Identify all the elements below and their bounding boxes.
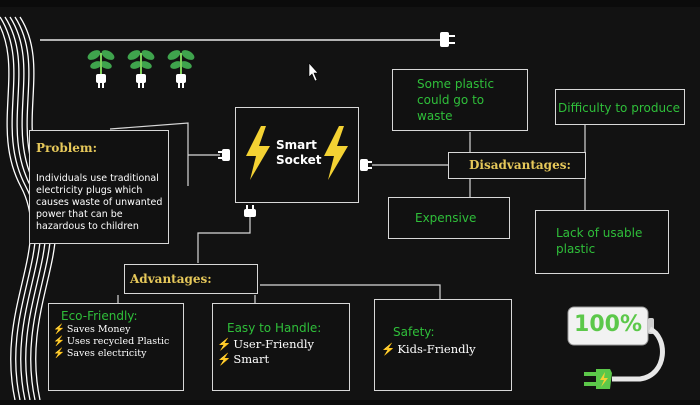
eco-item-2: ⚡Uses recycled Plastic — [53, 336, 170, 347]
disadvantage-item-1: Some plastic could go to waste — [417, 77, 495, 123]
disadvantage-item-3: Expensive — [415, 211, 477, 225]
disadvantage-item-4: Lack of usable plastic — [556, 226, 643, 256]
disadvantage-box-1: Some plastic could go to waste — [392, 69, 528, 131]
eco-friendly-box: Eco-Friendly: ⚡Saves Money ⚡Uses recycle… — [48, 303, 184, 391]
small-bolt-icon: ⚡ — [53, 336, 65, 347]
problem-heading: Problem: — [36, 141, 98, 155]
advantages-heading-box: Advantages: — [124, 264, 258, 294]
small-bolt-icon: ⚡ — [53, 324, 65, 335]
safety-item-1: ⚡Kids-Friendly — [381, 342, 476, 356]
small-bolt-icon: ⚡ — [381, 342, 396, 356]
battery-icon — [567, 306, 665, 389]
smart-socket-box: Smart Socket — [235, 107, 359, 203]
disadvantages-heading: Disadvantages: — [469, 158, 571, 172]
plug-icon-right — [360, 159, 372, 171]
diagram-connectors — [0, 16, 665, 400]
center-title-line1: Smart — [276, 138, 317, 152]
easy-item-1: ⚡User-Friendly — [217, 337, 315, 351]
eco-item-3: ⚡Saves electricity — [53, 348, 147, 359]
eco-friendly-title: Eco-Friendly: — [61, 309, 138, 323]
advantages-heading: Advantages: — [130, 272, 212, 286]
battery-label: 100% — [574, 312, 642, 337]
disadvantage-item-2: Difficulty to produce — [558, 101, 681, 115]
plug-icon-left — [218, 149, 230, 161]
disadvantage-box-3: Expensive — [388, 197, 510, 239]
cursor-icon — [308, 62, 319, 82]
lightning-bolt-icon — [246, 126, 270, 180]
plant-plug-icon — [87, 50, 195, 88]
center-title-line2: Socket — [276, 153, 322, 167]
plug-icon-bottom — [244, 205, 256, 217]
safety-title: Safety: — [393, 325, 435, 339]
lightning-bolt-icon — [324, 126, 348, 180]
easy-to-handle-box: Easy to Handle: ⚡User-Friendly ⚡Smart — [212, 303, 350, 391]
disadvantages-heading-box: Disadvantages: — [448, 152, 586, 179]
safety-box: Safety: ⚡Kids-Friendly — [374, 299, 512, 391]
small-bolt-icon: ⚡ — [53, 348, 65, 359]
slide: Smart Socket Problem: Individuals use tr… — [0, 7, 700, 400]
small-bolt-icon: ⚡ — [217, 337, 232, 351]
disadvantage-box-2: Difficulty to produce — [555, 89, 685, 125]
eco-item-1: ⚡Saves Money — [53, 324, 131, 335]
easy-item-2: ⚡Smart — [217, 352, 270, 366]
small-bolt-icon: ⚡ — [217, 352, 232, 366]
easy-to-handle-title: Easy to Handle: — [227, 321, 322, 335]
problem-text: Individuals use traditional electricity … — [36, 173, 163, 232]
plug-icon — [440, 32, 455, 47]
problem-box: Problem: Individuals use traditional ele… — [29, 130, 169, 244]
disadvantage-box-4: Lack of usable plastic — [535, 210, 669, 274]
